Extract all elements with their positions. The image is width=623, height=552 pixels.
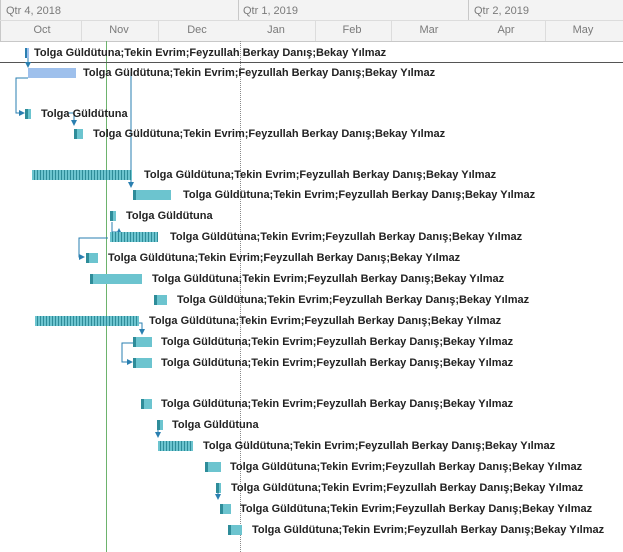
quarter-label-q2-2019: Qtr 2, 2019 — [474, 5, 530, 17]
task-bar-14[interactable] — [133, 358, 152, 368]
task-bar-20[interactable] — [220, 504, 231, 514]
month-label-mar: Mar — [419, 24, 439, 36]
resource-names-label-21: Tolga Güldütuna;Tekin Evrim;Feyzullah Be… — [252, 524, 605, 536]
month-label-may: May — [572, 24, 594, 36]
task-bar-1[interactable] — [25, 48, 29, 58]
month-label-oct: Oct — [33, 24, 51, 36]
task-bar-3[interactable] — [25, 109, 31, 119]
resource-names-label-1: Tolga Güldütuna;Tekin Evrim;Feyzullah Be… — [34, 47, 387, 59]
resource-names-label-11: Tolga Güldütuna;Tekin Evrim;Feyzullah Be… — [177, 294, 530, 306]
month-label-nov: Nov — [109, 24, 129, 36]
resource-names-label-15: Tolga Güldütuna;Tekin Evrim;Feyzullah Be… — [161, 398, 514, 410]
resource-names-label-8: Tolga Güldütuna;Tekin Evrim;Feyzullah Be… — [170, 231, 523, 243]
task-bar-6[interactable] — [133, 190, 171, 200]
task-bar-21[interactable] — [228, 525, 242, 535]
resource-names-label-6: Tolga Güldütuna;Tekin Evrim;Feyzullah Be… — [183, 189, 536, 201]
task-bar-18[interactable] — [205, 462, 221, 472]
task-bar-12[interactable] — [35, 316, 139, 326]
resource-names-label-4: Tolga Güldütuna;Tekin Evrim;Feyzullah Be… — [93, 128, 446, 140]
task-bar-5[interactable] — [32, 170, 132, 180]
task-bar-9[interactable] — [86, 253, 98, 263]
quarter-label-q1-2019: Qtr 1, 2019 — [243, 5, 299, 17]
task-bar-7[interactable] — [110, 211, 116, 221]
resource-names-label-5: Tolga Güldütuna;Tekin Evrim;Feyzullah Be… — [144, 169, 497, 181]
resource-names-label-2: Tolga Güldütuna;Tekin Evrim;Feyzullah Be… — [83, 67, 436, 79]
resource-names-label-13: Tolga Güldütuna;Tekin Evrim;Feyzullah Be… — [161, 336, 514, 348]
month-label-jan: Jan — [267, 24, 285, 36]
resource-names-label-20: Tolga Güldütuna;Tekin Evrim;Feyzullah Be… — [240, 503, 593, 515]
task-bar-15[interactable] — [141, 399, 152, 409]
project-summary-divider — [0, 62, 623, 63]
task-bar-19[interactable] — [216, 483, 221, 493]
status-date-line — [240, 41, 241, 552]
resource-names-label-14: Tolga Güldütuna;Tekin Evrim;Feyzullah Be… — [161, 357, 514, 369]
gantt-chart-area[interactable]: Tolga Güldütuna;Tekin Evrim;Feyzullah Be… — [0, 41, 623, 552]
resource-names-label-7: Tolga Güldütuna — [126, 210, 213, 222]
resource-names-label-10: Tolga Güldütuna;Tekin Evrim;Feyzullah Be… — [152, 273, 505, 285]
task-bar-2[interactable] — [28, 68, 76, 78]
resource-names-label-12: Tolga Güldütuna;Tekin Evrim;Feyzullah Be… — [149, 315, 502, 327]
resource-names-label-16: Tolga Güldütuna — [172, 419, 259, 431]
resource-names-label-9: Tolga Güldütuna;Tekin Evrim;Feyzullah Be… — [108, 252, 461, 264]
task-bar-4[interactable] — [74, 129, 83, 139]
task-bar-16[interactable] — [157, 420, 163, 430]
gantt-bars-layer[interactable]: Tolga Güldütuna;Tekin Evrim;Feyzullah Be… — [0, 41, 623, 552]
task-bar-13[interactable] — [133, 337, 152, 347]
resource-names-label-19: Tolga Güldütuna;Tekin Evrim;Feyzullah Be… — [231, 482, 584, 494]
month-label-feb: Feb — [342, 24, 362, 36]
resource-names-label-18: Tolga Güldütuna;Tekin Evrim;Feyzullah Be… — [230, 461, 583, 473]
task-bar-17[interactable] — [158, 441, 193, 451]
quarter-label-q4-2018: Qtr 4, 2018 — [6, 5, 62, 17]
gantt-timescale: Qtr 4, 2018 Qtr 1, 2019 Qtr 2, 2019 Oct … — [0, 0, 623, 42]
task-bar-10[interactable] — [90, 274, 142, 284]
month-label-dec: Dec — [187, 24, 207, 36]
task-bar-11[interactable] — [154, 295, 167, 305]
current-date-line — [106, 41, 107, 552]
month-label-apr: Apr — [497, 24, 515, 36]
resource-names-label-17: Tolga Güldütuna;Tekin Evrim;Feyzullah Be… — [203, 440, 556, 452]
resource-names-label-3: Tolga Güldütuna — [41, 108, 128, 120]
task-bar-8[interactable] — [110, 232, 158, 242]
